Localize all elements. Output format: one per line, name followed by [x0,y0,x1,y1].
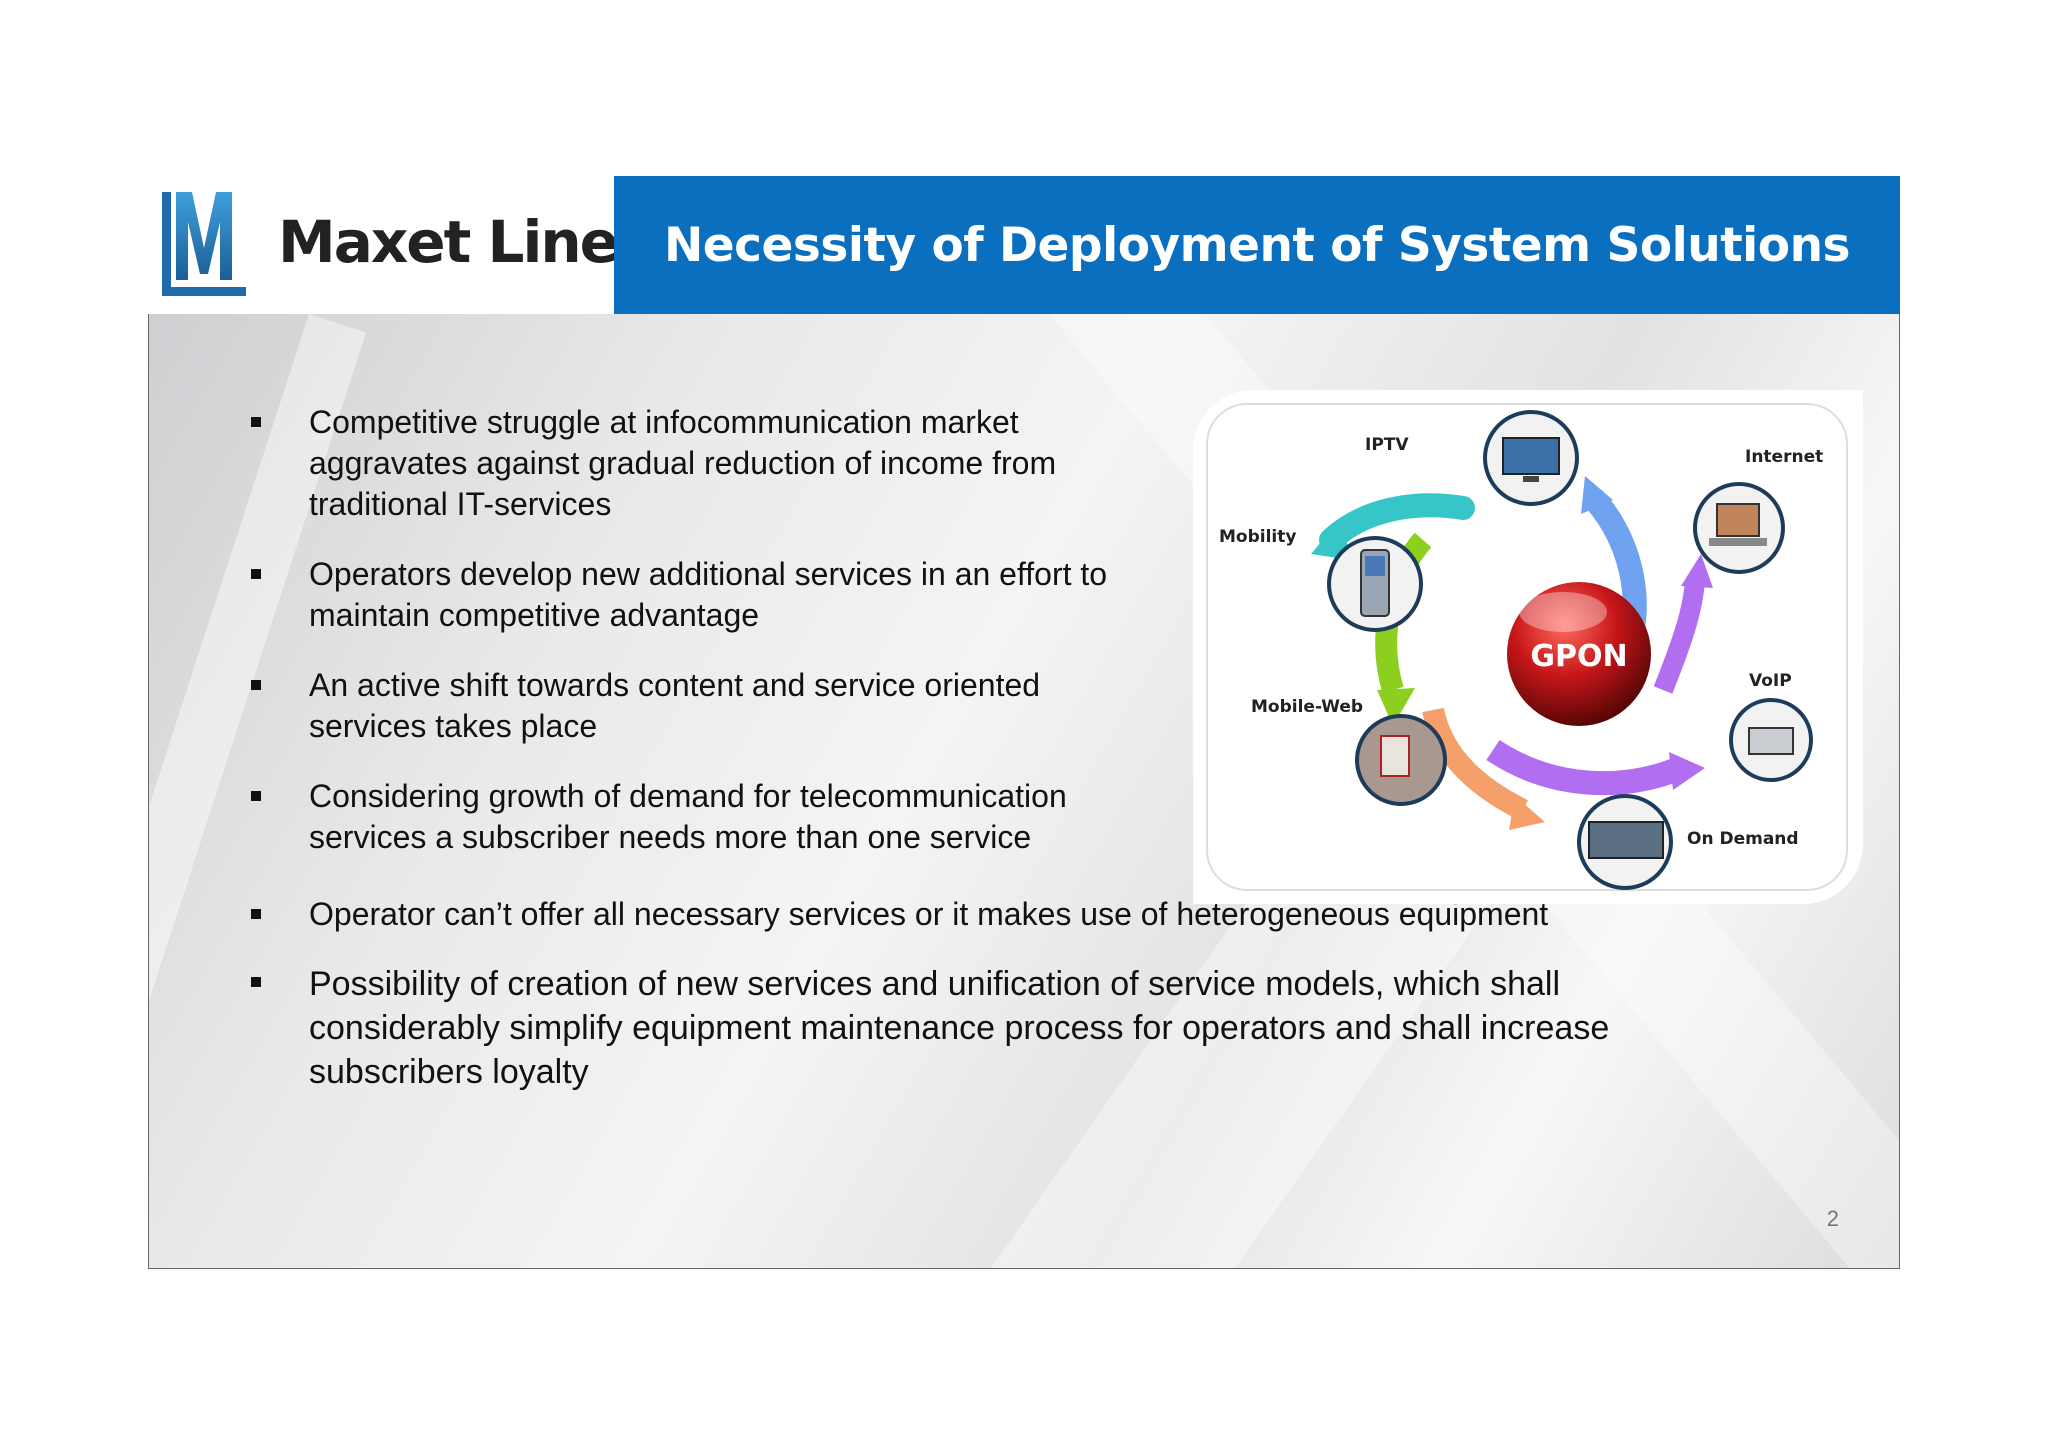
mobile-web-node: Mobile-Web [1251,697,1447,806]
page-title: Necessity of Deployment of System Soluti… [663,217,1851,273]
bullet-text: Competitive struggle at infocommunicatio… [309,404,1057,522]
iptv-label: IPTV [1365,435,1409,455]
slide: Maxet Line Necessity of Deployment of Sy… [148,176,1900,1270]
bullet-text: Possibility of creation of new services … [309,965,1610,1091]
on-demand-label: On Demand [1687,829,1799,849]
bullet-marker [251,977,261,987]
gpon-services-diagram: GPON IPTV Internet [1193,390,1863,904]
bullet-text: Considering growth of demand for telecom… [309,778,1067,855]
mobile-web-label: Mobile-Web [1251,697,1363,717]
mobility-node: Mobility [1219,527,1423,632]
iptv-node: IPTV [1365,410,1579,506]
gpon-core: GPON [1507,582,1651,726]
internet-label: Internet [1745,447,1823,467]
content-area: Competitive struggle at infocommunicatio… [148,314,1900,1269]
bullet-marker [251,569,261,579]
voip-node: VoIP [1729,671,1813,782]
maxet-line-logo-mark [162,192,246,296]
bullet-marker [251,791,261,801]
voip-label: VoIP [1749,671,1792,691]
internet-node: Internet [1693,447,1823,574]
on-demand-node: On Demand [1577,794,1799,890]
page-number: 2 [1826,1206,1839,1231]
bullet-text: An active shift towards content and serv… [309,667,1041,744]
mobility-label: Mobility [1219,527,1296,547]
logo-text: Maxet Line [278,208,619,276]
bullet-marker [251,909,261,919]
bullet-list: Competitive struggle at infocommunicatio… [149,314,1899,1268]
bullet-text: Operators develop new additional service… [309,556,1108,633]
title-bar: Necessity of Deployment of System Soluti… [614,176,1900,314]
bullet-marker [251,680,261,690]
gpon-label: GPON [1530,639,1627,674]
bullet-marker [251,417,261,427]
logo: Maxet Line [148,176,619,314]
